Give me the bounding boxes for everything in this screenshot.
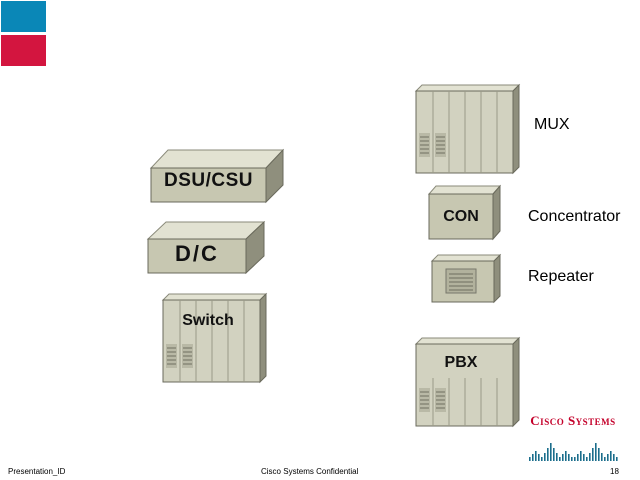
mux-label: MUX	[534, 116, 570, 133]
cisco-logo-bar	[601, 453, 603, 461]
cisco-logo-bar	[559, 457, 561, 461]
accent-square-red	[1, 35, 46, 66]
cisco-logo-bar	[610, 451, 612, 461]
cisco-logo-bar	[532, 454, 534, 461]
cisco-logo-bar	[553, 448, 555, 461]
dc-label: D/C	[175, 241, 219, 266]
cisco-logo-bar	[592, 448, 594, 461]
mux-icon	[414, 83, 521, 175]
cisco-logo-bar	[529, 457, 531, 461]
cisco-logo-bar	[598, 448, 600, 461]
repeater-label: Repeater	[528, 268, 594, 285]
switch-label: Switch	[182, 312, 234, 329]
accent-square-blue	[1, 1, 46, 32]
dsu-csu-device: DSU/CSU	[148, 148, 285, 205]
cisco-bridge-logo	[527, 430, 619, 463]
cisco-logo-bar	[568, 454, 570, 461]
mux-device	[414, 83, 521, 175]
cisco-logo-bar	[547, 448, 549, 461]
dsu-csu-label: DSU/CSU	[163, 170, 253, 191]
dsu-csu-icon	[149, 148, 285, 204]
cisco-logo-bar	[571, 457, 573, 461]
cisco-logo-bar	[538, 454, 540, 461]
cisco-logo-bar	[574, 457, 576, 461]
cisco-logo-bar	[550, 443, 552, 461]
cisco-logo-bar	[586, 457, 588, 461]
cisco-wordmark: Cisco Systems	[530, 413, 616, 428]
concentrator-device: CON	[427, 184, 502, 241]
cisco-logo-bar	[580, 451, 582, 461]
pbx-device: PBX	[414, 336, 521, 428]
cisco-logo-bar	[541, 457, 543, 461]
confidential-notice: Cisco Systems Confidential	[261, 467, 359, 476]
cisco-logo-bar	[583, 454, 585, 461]
switch-device: Switch	[161, 292, 268, 384]
pbx-icon	[414, 336, 521, 428]
cisco-logo-bar	[535, 451, 537, 461]
cisco-logo-bar	[556, 453, 558, 461]
cisco-logo-bar	[595, 443, 597, 461]
cisco-logo-bar	[562, 454, 564, 461]
presentation-id: Presentation_ID	[8, 467, 66, 476]
cisco-logo-bar	[607, 454, 609, 461]
cisco-logo-bar	[544, 453, 546, 461]
cisco-logo-bar	[616, 457, 618, 461]
dc-device: D/C	[146, 220, 266, 275]
cisco-logo-bar	[565, 451, 567, 461]
cisco-logo-bar	[577, 454, 579, 461]
con-label: CON	[443, 208, 479, 225]
cisco-logo-bar	[589, 453, 591, 461]
cisco-logo-bar	[604, 457, 606, 461]
repeater-icon	[430, 253, 502, 304]
dc-icon	[146, 220, 266, 275]
concentrator-label: Concentrator	[528, 208, 621, 225]
pbx-label: PBX	[444, 354, 478, 371]
repeater-device	[430, 253, 502, 304]
page-number: 18	[610, 467, 619, 476]
concentrator-icon	[427, 184, 502, 241]
cisco-logo-bar	[613, 454, 615, 461]
switch-icon	[161, 292, 268, 384]
